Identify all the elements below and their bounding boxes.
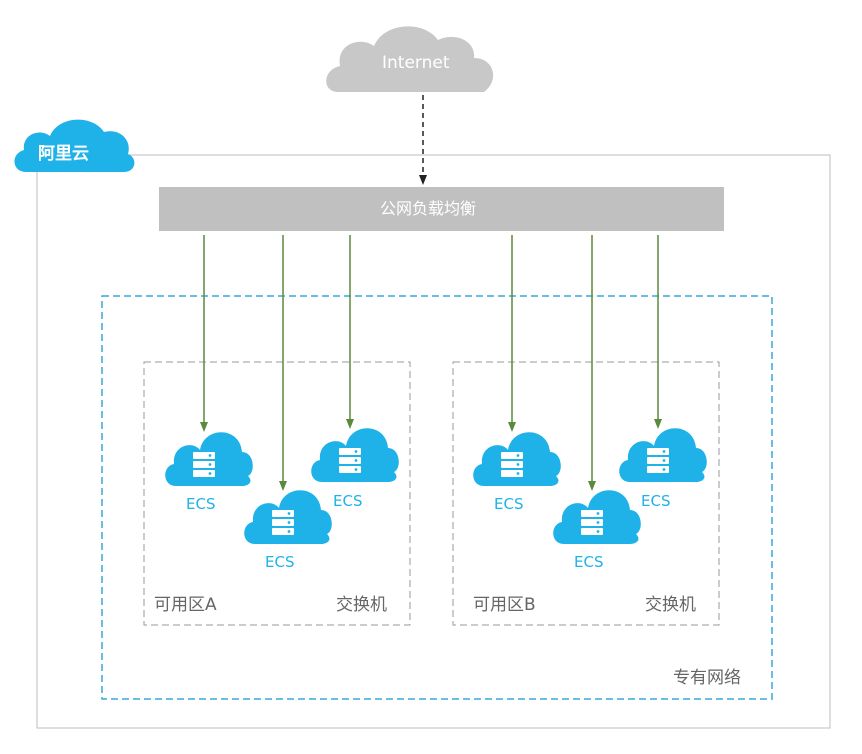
ecs-server-icon [165,432,253,486]
ecs-label: ECS [574,553,604,571]
ecs-server-icon [553,490,641,544]
load-balancer-bar [159,187,724,231]
internet-label: Internet [382,53,450,73]
vpc-label: 专有网络 [673,668,741,688]
vpc-frame [101,295,773,700]
cloud-provider-label: 阿里云 [38,144,89,164]
ecs-label: ECS [641,492,671,510]
ecs-label: ECS [494,495,524,513]
zone-b-label: 可用区B [473,595,536,615]
ecs-server-icon [311,428,399,482]
zone-a-frame [143,361,411,626]
cloud-provider-frame [36,154,831,729]
cloud-provider-badge-icon [14,119,135,172]
ecs-server-icon [619,428,707,482]
ecs-label: ECS [265,553,295,571]
ecs-label: ECS [186,495,216,513]
zone-b-frame [452,361,720,626]
zone-b-switch-label: 交换机 [645,595,696,615]
ecs-server-icon [473,432,561,486]
zone-a-switch-label: 交换机 [336,595,387,615]
internet-cloud-icon [326,26,494,93]
ecs-server-icon [244,490,332,544]
load-balancer-label: 公网负载均衡 [380,199,477,218]
zone-a-label: 可用区A [154,595,217,615]
ecs-label: ECS [333,492,363,510]
